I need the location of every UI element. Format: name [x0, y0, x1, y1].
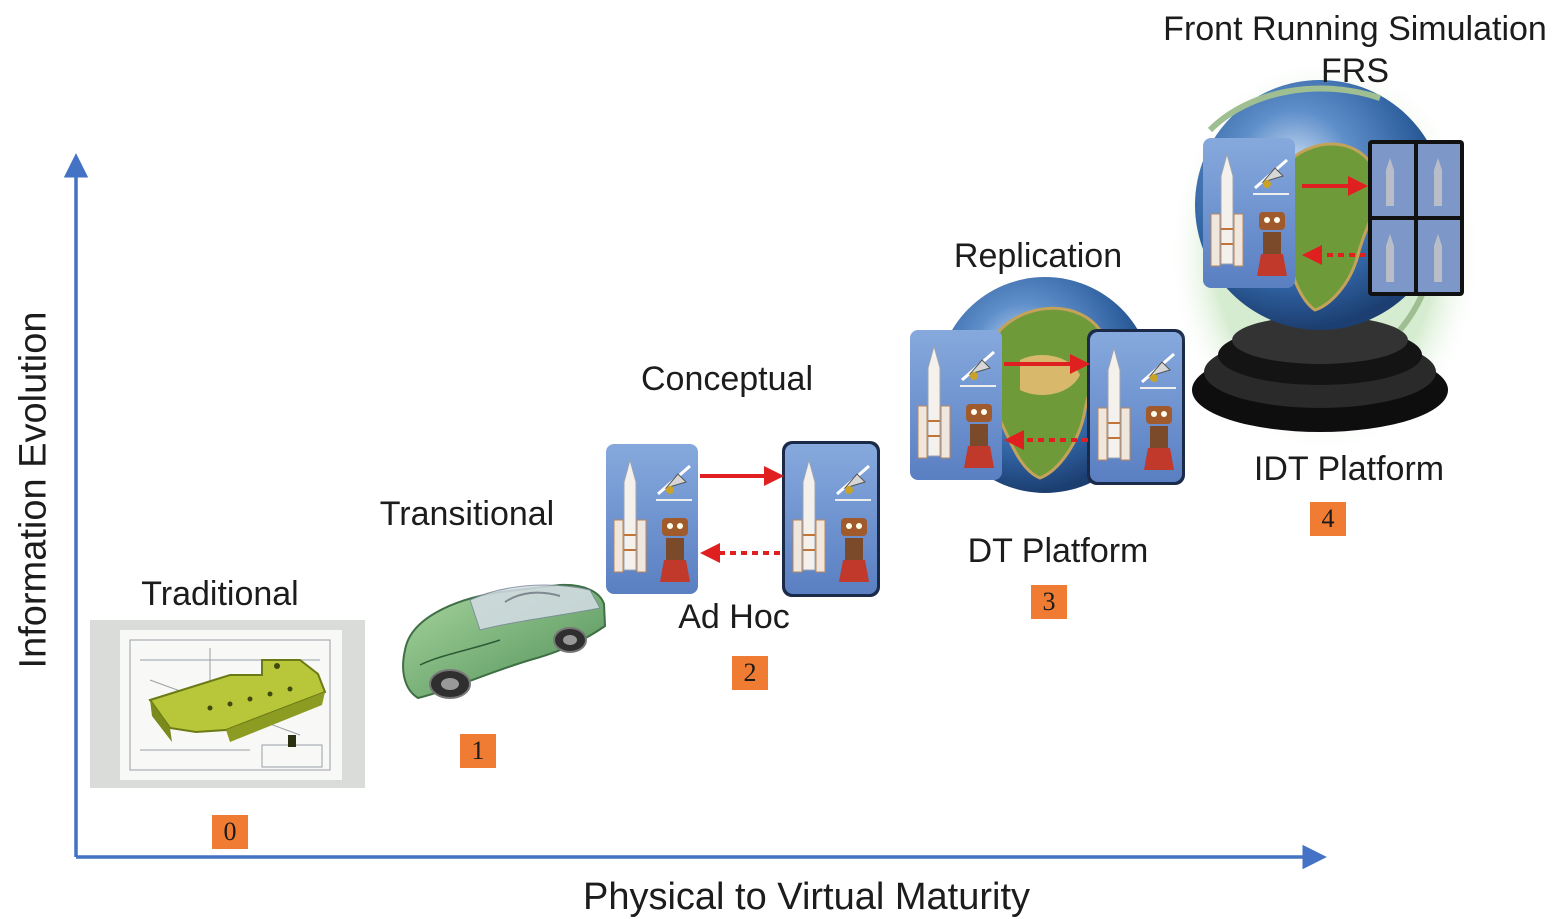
stage-4-abbr: FRS	[1321, 52, 1389, 90]
stage-1-badge: 1	[460, 734, 496, 768]
stage-1-title: Transitional	[379, 495, 555, 533]
stage-3-title: Replication	[953, 237, 1123, 275]
x-axis-label: Physical to Virtual Maturity	[583, 876, 1031, 918]
y-axis-label: Information Evolution	[12, 311, 55, 669]
traditional-drawing-image	[90, 620, 365, 788]
stage-0-badge: 0	[212, 815, 248, 849]
stage-2-title: Conceptual	[640, 360, 814, 398]
stage-2-badge: 2	[732, 656, 768, 690]
stage-4-title-block: Front Running Simulation FRS	[1163, 8, 1547, 92]
stage-3-platform: DT Platform	[967, 532, 1149, 570]
stage-4-platform: IDT Platform	[1253, 450, 1445, 488]
replication-digital-card	[1087, 329, 1185, 485]
stage-0-title: Traditional	[141, 575, 299, 613]
stage-4-badge: 4	[1310, 502, 1346, 536]
frs-physical-card	[1201, 136, 1297, 290]
conceptual-twin-left-card	[604, 442, 700, 596]
stage-4-title: Front Running Simulation	[1163, 10, 1547, 48]
stage-2-platform: Ad Hoc	[678, 598, 790, 636]
conceptual-twin-right-card	[782, 441, 880, 597]
replication-physical-card	[908, 328, 1004, 482]
transitional-car-image	[402, 583, 607, 700]
frs-simulation-grid	[1368, 140, 1464, 296]
stage-3-badge: 3	[1031, 585, 1067, 619]
